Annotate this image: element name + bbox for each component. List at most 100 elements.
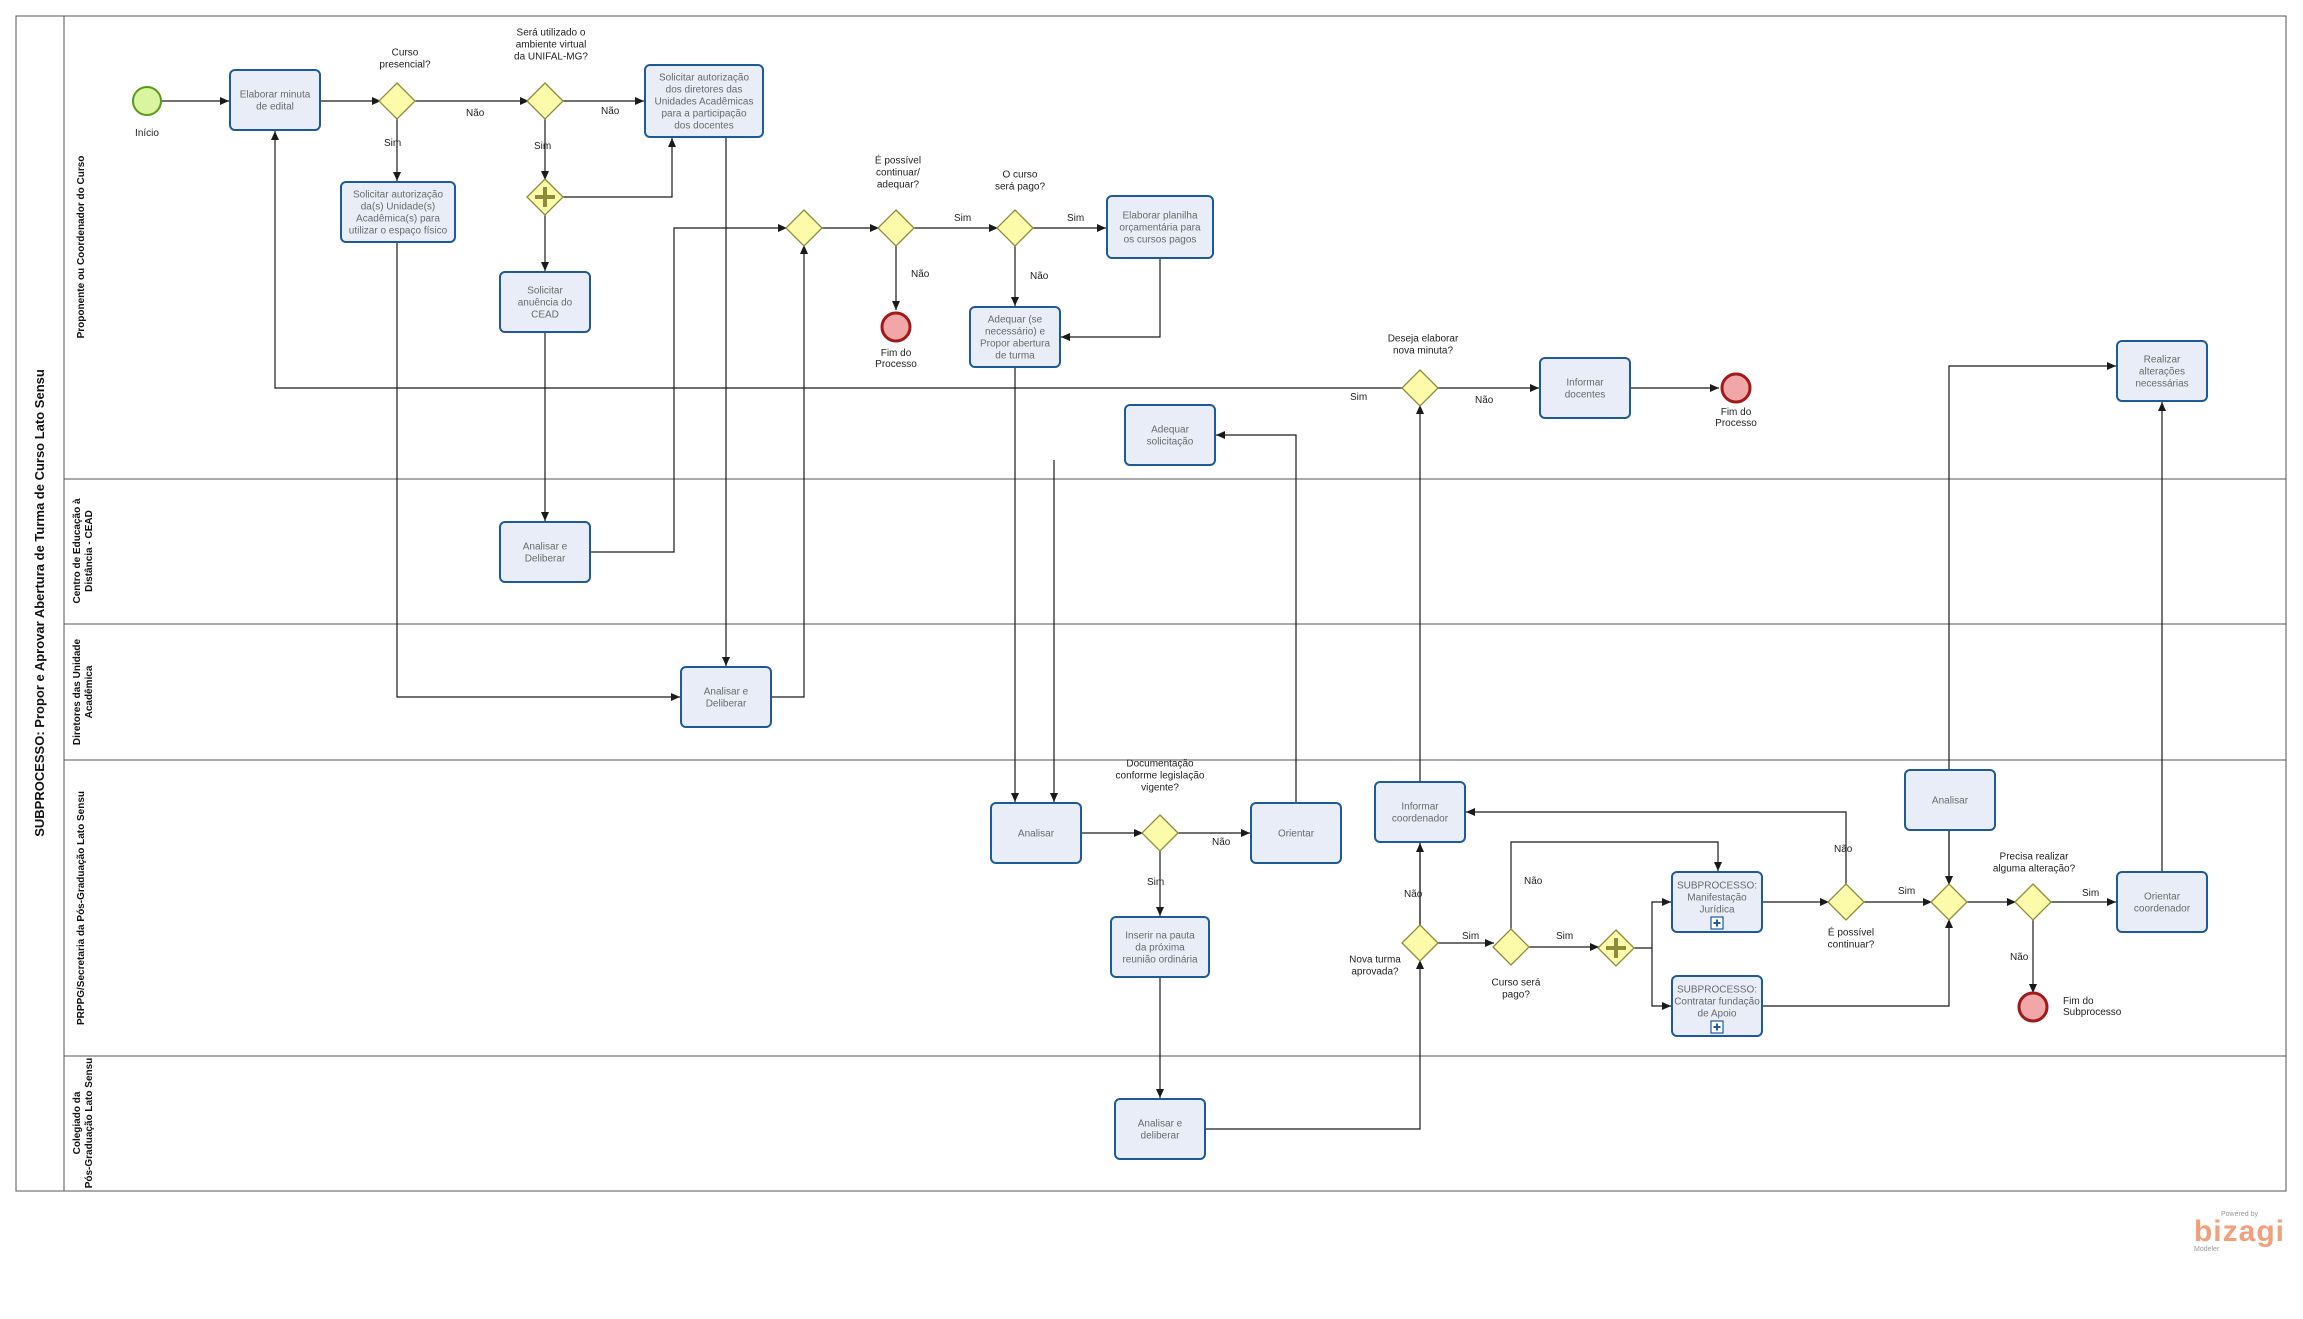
task-box[interactable] (1106, 195, 1214, 259)
task-box[interactable] (229, 69, 321, 131)
task-box[interactable] (969, 306, 1061, 368)
task-box[interactable] (990, 802, 1082, 864)
exclusive-gateway-shape (1492, 928, 1530, 966)
task-t-analisar2[interactable]: Analisar (1904, 769, 1996, 831)
task-box[interactable] (1250, 802, 1342, 864)
parallel-plus-icon (535, 187, 555, 207)
task-box[interactable] (1374, 781, 1466, 843)
exclusive-gateway-shape (877, 209, 915, 247)
task-box[interactable] (680, 666, 772, 728)
start-event-circle (132, 86, 162, 116)
flow-label-nao: Não (1475, 395, 1494, 406)
event-label: Início (135, 128, 159, 139)
task-box[interactable] (1904, 769, 1996, 831)
task-box[interactable] (644, 64, 764, 138)
flow-label-sim: Sim (2082, 888, 2099, 899)
exclusive-gateway-shape (1930, 883, 1968, 921)
lane-label-colegiado: Colegiado daPós-Graduação Lato Sensu (72, 1058, 95, 1189)
lane-labels: Proponente ou Coordenador do CursoCentro… (72, 156, 95, 1189)
pool-title: SUBPROCESSO: Propor e Aprovar Abertura d… (32, 369, 47, 837)
task-box[interactable] (2116, 871, 2208, 933)
flow-label-nao: Não (911, 269, 930, 280)
flow-label-nao: Não (601, 106, 620, 117)
flow-label-sim: Sim (954, 213, 971, 224)
task-box[interactable] (1114, 1098, 1206, 1160)
pool (15, 15, 2287, 1192)
flow-label-sim: Sim (1147, 877, 1164, 888)
task-box[interactable] (340, 181, 456, 243)
task-t-analisar1[interactable]: Analisar (990, 802, 1082, 864)
powered-by-text: Powered by (2221, 1211, 2258, 1218)
task-label: Orientar (1278, 829, 1315, 840)
task-box[interactable] (1539, 357, 1631, 419)
sequence-flow-21 (271, 131, 1403, 389)
flow-label-sim: Sim (1350, 392, 1367, 403)
sequence-flow-19 (1061, 259, 1161, 341)
lane-label-proponente: Proponente ou Coordenador do Curso (76, 156, 87, 339)
task-box[interactable] (2116, 340, 2208, 402)
task-box[interactable] (1124, 404, 1216, 466)
task-box[interactable] (499, 271, 591, 333)
sequence-flow-34 (1510, 841, 1722, 931)
gateway-g-parallel2 (1597, 929, 1635, 967)
task-t-orientar[interactable]: Orientar (1250, 802, 1342, 864)
pool-title-text: SUBPROCESSO: Propor e Aprovar Abertura d… (32, 369, 47, 837)
start-event-start: Início (132, 86, 162, 139)
flow-label-nao: Não (1834, 844, 1853, 855)
flow-label-nao: Não (466, 108, 485, 119)
exclusive-gateway-shape (2014, 883, 2052, 921)
sequence-flow-10 (591, 224, 787, 553)
flow-label-sim: Sim (384, 138, 401, 149)
task-box[interactable] (1671, 975, 1763, 1037)
task-box[interactable] (1110, 916, 1210, 978)
task-box[interactable] (1671, 871, 1763, 933)
exclusive-gateway-shape (996, 209, 1034, 247)
sequence-flow-7 (561, 138, 676, 198)
sequence-flow-28 (1216, 431, 1297, 802)
brand-name: bizagi (2193, 1215, 2285, 1248)
exclusive-gateway-shape (1827, 883, 1865, 921)
flow-label-nao: Não (1524, 876, 1543, 887)
task-box[interactable] (499, 521, 591, 583)
exclusive-gateway-shape (378, 82, 416, 120)
lane-label-cead: Centro de Educação àDistância - CEAD (72, 498, 95, 603)
